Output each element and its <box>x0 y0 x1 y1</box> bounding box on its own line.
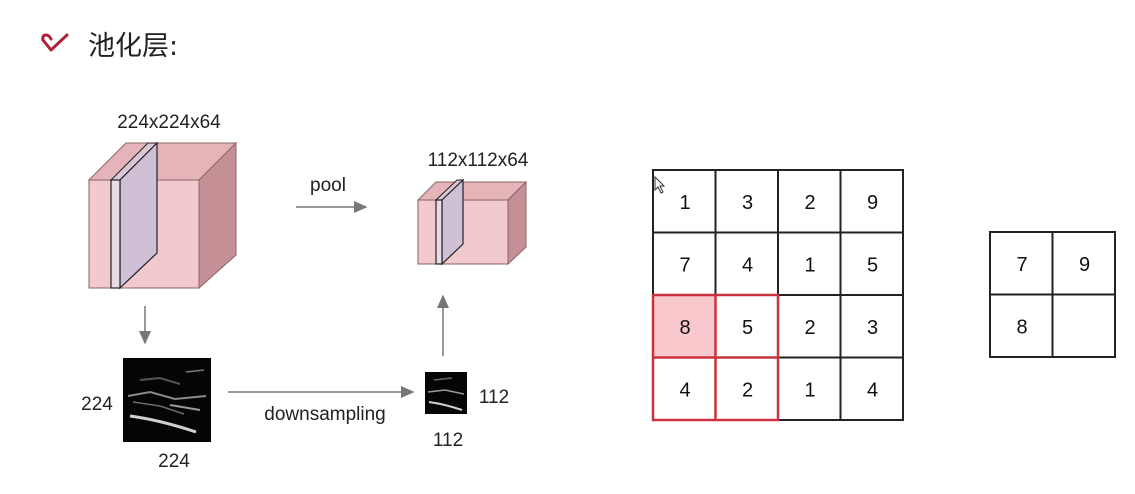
output-map-width-label: 112 <box>479 387 509 408</box>
pool-label: pool <box>310 175 346 196</box>
input-grid-cell-value: 5 <box>742 317 753 339</box>
slide-title: 池化层: <box>40 24 178 63</box>
output-slice <box>434 178 465 266</box>
input-grid-cell <box>839 169 904 234</box>
input-grid-cell-value: 1 <box>804 255 815 277</box>
input-grid-cell-value: 4 <box>867 380 878 402</box>
input-grid-cell-value: 4 <box>679 380 690 402</box>
output-grid-cell <box>1051 231 1116 296</box>
input-slice <box>109 141 159 290</box>
page-title: 池化层: <box>88 31 179 62</box>
output-grid-cell-value: 8 <box>1016 317 1027 339</box>
input-feature-map <box>123 358 211 442</box>
input-grid-cell-value: 3 <box>867 317 878 339</box>
input-map-width-label: 224 <box>158 451 190 472</box>
input-map-height-label: 224 <box>81 394 113 415</box>
input-grid-cell-value: 2 <box>804 317 815 339</box>
input-grid-cell-value: 2 <box>742 380 753 402</box>
mouse-cursor-icon <box>654 175 666 194</box>
input-grid-cell-value: 3 <box>742 192 753 214</box>
check-heart-icon <box>41 32 69 51</box>
input-grid-cell <box>777 169 842 234</box>
output-map-height-label: 112 <box>433 430 463 451</box>
input-grid-cell <box>652 169 717 234</box>
input-grid-cell-value: 1 <box>804 380 815 402</box>
input-grid-cell <box>839 356 904 421</box>
input-grid-cell-value: 4 <box>742 255 753 277</box>
output-grid-cell-value: 7 <box>1016 254 1027 276</box>
output-volume <box>416 178 528 266</box>
output-volume-label: 112x112x64 <box>428 150 529 171</box>
output-feature-map <box>425 372 467 414</box>
input-grid: 1 3 2 9 7 4 1 5 8 5 2 3 4 2 1 4 <box>651 169 904 422</box>
input-grid-cell-value: 9 <box>867 192 878 214</box>
output-grid-cell <box>1051 293 1116 358</box>
input-grid-cell-value: 5 <box>867 255 878 277</box>
input-volume <box>87 141 238 290</box>
output-grid: 7 9 8 <box>989 231 1116 358</box>
input-grid-cell-value: 8 <box>679 317 690 339</box>
downsampling-label: downsampling <box>264 404 385 425</box>
input-grid-cell <box>652 231 717 296</box>
input-grid-cell <box>652 294 717 359</box>
input-grid-cell-value: 2 <box>804 192 815 214</box>
input-volume-label: 224x224x64 <box>117 112 221 133</box>
input-grid-cell-value: 1 <box>679 192 690 214</box>
output-grid-cell-value: 9 <box>1079 254 1090 276</box>
input-grid-cell <box>839 231 904 296</box>
input-grid-cell-value: 7 <box>679 255 690 277</box>
